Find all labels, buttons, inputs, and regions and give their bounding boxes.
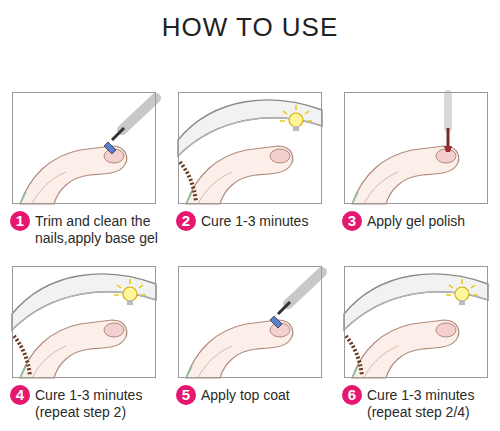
- page-title: HOW TO USE: [0, 12, 500, 43]
- caption-text: Cure 1-3 minutes (repeat step 2/4): [367, 387, 474, 420]
- step-caption: Cure 1-3 minutes (repeat step 2/4): [367, 387, 491, 421]
- step-caption: Cure 1-3 minutes: [201, 213, 325, 230]
- step-number: 4: [10, 385, 30, 405]
- step-caption: Cure 1-3 minutes (repeat step 2): [35, 387, 159, 421]
- step-caption: Apply gel polish: [367, 213, 491, 230]
- callout-number: 1: [16, 212, 24, 229]
- caption-text: Apply gel polish: [367, 213, 465, 229]
- step-number: 6: [342, 385, 362, 405]
- caption-text: Cure 1-3 minutes (repeat step 2): [35, 387, 142, 420]
- step-number: 2: [176, 211, 196, 231]
- step-panel: Trim and clean the nails,apply base gel: [12, 92, 156, 204]
- step-panel: Cure 1-3 minutes: [178, 92, 322, 204]
- step-caption: Trim and clean the nails,apply base gel: [35, 213, 159, 247]
- caption-text: Apply top coat: [201, 387, 290, 403]
- callout-number: 2: [182, 212, 190, 229]
- step-number: 5: [176, 385, 196, 405]
- caption-text: Trim and clean the nails,apply base gel: [35, 213, 158, 246]
- step-caption: Apply top coat: [201, 387, 325, 404]
- step-panel: Cure 1-3 minutes (repeat step 2): [12, 266, 156, 378]
- title-text: HOW TO USE: [162, 12, 339, 42]
- step-number: 1: [10, 211, 30, 231]
- callout-number: 6: [348, 386, 356, 403]
- callout-number: 3: [348, 212, 356, 229]
- step-panel: Cure 1-3 minutes (repeat step 2/4): [344, 266, 488, 378]
- caption-text: Cure 1-3 minutes: [201, 213, 308, 229]
- step-panel: Apply top coat: [178, 266, 322, 378]
- step-number: 3: [342, 211, 362, 231]
- step-panel: Apply gel polish: [344, 92, 488, 204]
- callout-number: 4: [16, 386, 24, 403]
- callout-number: 5: [182, 386, 190, 403]
